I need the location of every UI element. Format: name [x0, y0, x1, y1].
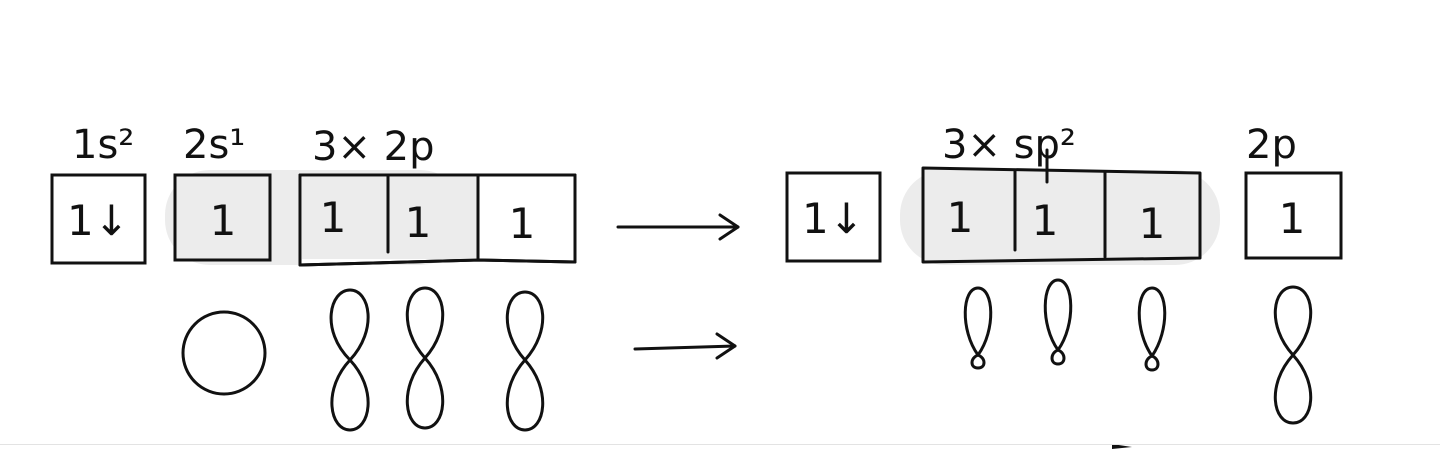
label-2s: 2s¹ [183, 122, 245, 168]
electrons-sp2-1: 1 [947, 193, 974, 242]
stray-mark [1112, 444, 1132, 449]
label-2p-right: 2p [1246, 122, 1297, 168]
electrons-1s: 1↓ [67, 196, 129, 245]
p-orbital-icon-3 [505, 290, 545, 432]
orbital-box-1s: 1↓ [50, 173, 147, 265]
sp2-orbital-icon-2 [1043, 278, 1073, 366]
electrons-2p-2: 1 [405, 198, 432, 247]
orbital-box-2p: 1 1 1 [298, 173, 577, 267]
p-orbital-icon-2 [405, 286, 445, 430]
label-sp2: 3× sp² [942, 122, 1076, 168]
electrons-2p-right: 1 [1279, 194, 1306, 243]
orbital-box-2s: 1 [173, 173, 272, 262]
electrons-sp2-3: 1 [1139, 199, 1166, 248]
orbital-box-2p-right: 1 [1244, 171, 1343, 260]
electrons-2p-3: 1 [509, 199, 536, 248]
sp2-orbital-icon-3 [1137, 286, 1167, 372]
s-orbital-icon [181, 310, 267, 396]
p-orbital-icon-right [1273, 285, 1313, 425]
arrow-icon-bottom [633, 332, 737, 360]
label-2p: 3× 2p [312, 124, 435, 170]
electrons-1s-right: 1↓ [802, 194, 864, 243]
orbital-box-1s-right: 1↓ [785, 171, 882, 263]
orbital-box-sp2: 1 1 1 [921, 148, 1202, 264]
electrons-2p-1: 1 [320, 193, 347, 242]
bottom-divider [0, 444, 1440, 445]
arrow-icon-top [616, 213, 740, 241]
electrons-sp2-2: 1 [1032, 196, 1059, 245]
p-orbital-icon-1 [329, 288, 370, 432]
label-1s: 1s² [72, 122, 134, 168]
sp2-orbital-icon-1 [963, 286, 993, 370]
electrons-2s: 1 [210, 196, 237, 245]
